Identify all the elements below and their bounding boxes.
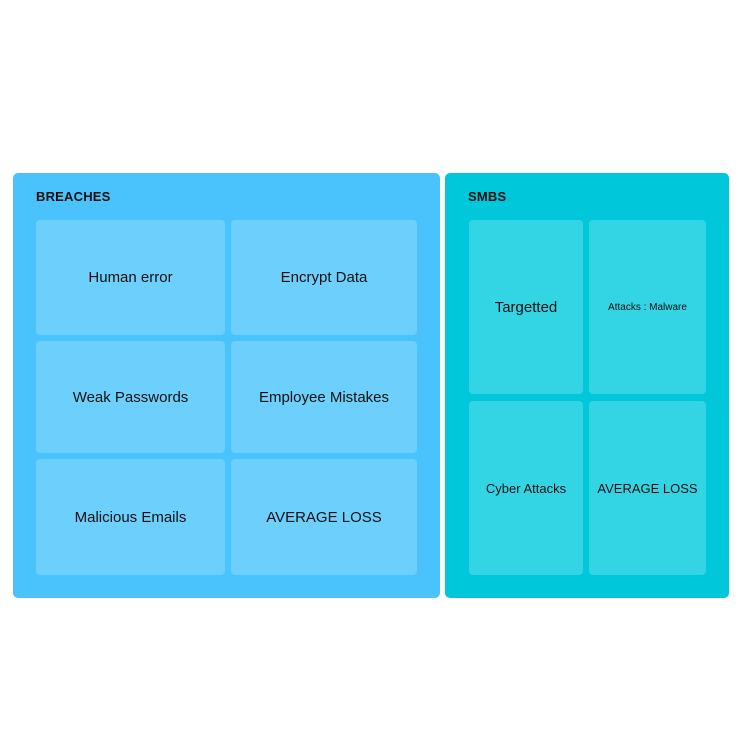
card-label: Cyber Attacks: [485, 480, 567, 496]
breaches-card-average-loss[interactable]: AVERAGE LOSS: [231, 459, 417, 575]
smbs-card-attacks-malware[interactable]: Attacks : Malware: [589, 220, 706, 394]
smbs-card-targetted[interactable]: Targetted: [469, 220, 583, 394]
card-label: Malicious Emails: [74, 508, 187, 526]
card-label: Human error: [88, 269, 173, 286]
smbs-card-average-loss[interactable]: AVERAGE LOSS: [589, 401, 706, 575]
card-label: Employee Mistakes: [258, 388, 390, 406]
breaches-card-human-error[interactable]: Human error: [36, 220, 225, 335]
breaches-panel-title: BREACHES: [36, 189, 111, 204]
smbs-panel: SMBS Targetted Attacks : Malware Cyber A…: [445, 173, 729, 598]
card-label: Attacks : Malware: [608, 301, 687, 313]
card-label: AVERAGE LOSS: [597, 480, 698, 496]
card-label: Weak Passwords: [72, 388, 189, 406]
smbs-panel-title: SMBS: [468, 189, 507, 204]
breaches-panel: BREACHES Human error Encrypt Data Weak P…: [13, 173, 440, 598]
smbs-card-cyber-attacks[interactable]: Cyber Attacks: [469, 401, 583, 575]
card-label: Encrypt Data: [280, 269, 368, 286]
card-label: Targetted: [494, 298, 558, 316]
card-label: AVERAGE LOSS: [266, 508, 382, 526]
breaches-card-weak-passwords[interactable]: Weak Passwords: [36, 341, 225, 453]
breaches-card-employee-mistakes[interactable]: Employee Mistakes: [231, 341, 417, 453]
breaches-card-encrypt-data[interactable]: Encrypt Data: [231, 220, 417, 335]
breaches-card-malicious-emails[interactable]: Malicious Emails: [36, 459, 225, 575]
